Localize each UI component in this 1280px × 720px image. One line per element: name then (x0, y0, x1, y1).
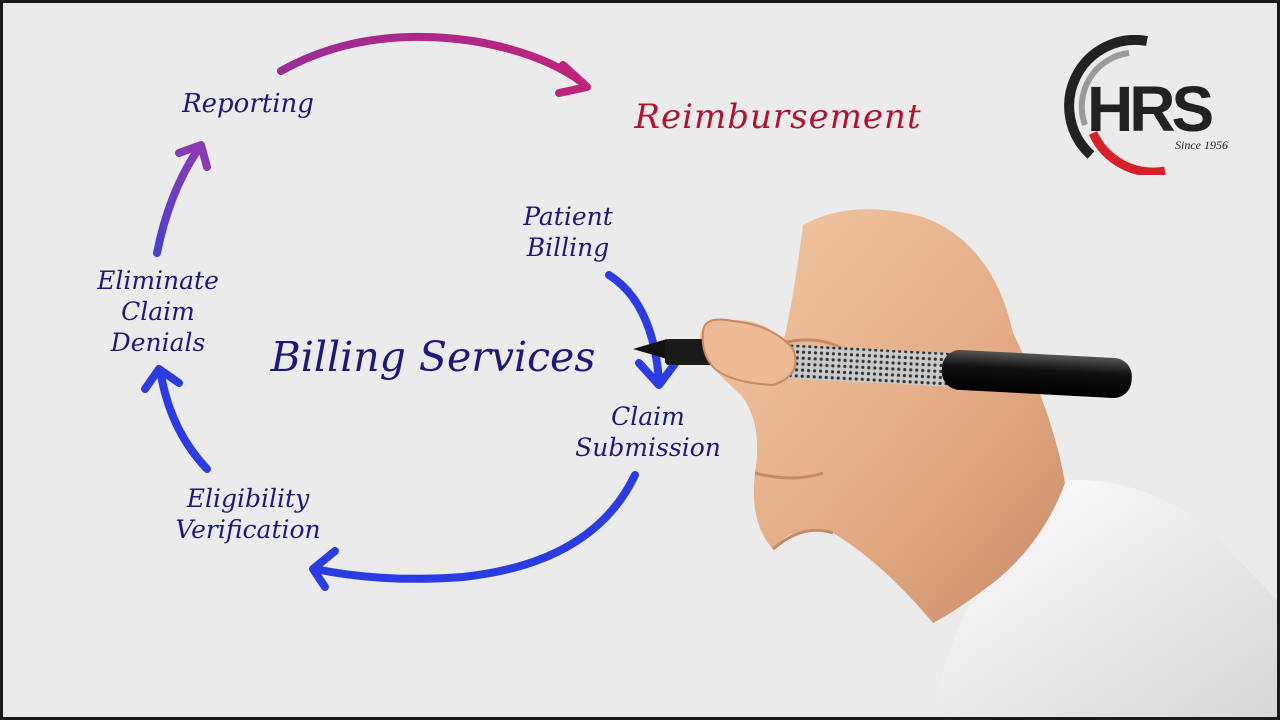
arrowhead-eligibility-to-eliminate (141, 365, 183, 393)
arrow-eligibility-to-eliminate (157, 371, 211, 473)
step-eligibility-verification: Eligibility Verification (138, 483, 358, 545)
step-eliminate-line-1: Eliminate (97, 266, 219, 295)
step-patient-billing-line-1: Patient (523, 202, 613, 231)
step-patient-billing: Patient Billing (478, 201, 658, 263)
logo-arc-gray (1078, 50, 1130, 127)
logo-arc-red (1088, 131, 1166, 175)
arrowhead-reporting-to-reimbursement (555, 61, 591, 97)
outcome-reimbursement: Reimbursement (598, 97, 958, 137)
arrow-claim-to-eligibility (311, 471, 639, 583)
step-patient-billing-line-2: Billing (526, 233, 610, 262)
step-eliminate-claim-denials: Eliminate Claim Denials (58, 265, 258, 358)
arrow-reporting-to-reimbursement (277, 32, 587, 87)
hand-with-marker-illustration (633, 209, 1277, 717)
step-eligibility-line-2: Verification (175, 515, 321, 544)
step-claim-submission-line-2: Submission (575, 433, 721, 462)
step-eligibility-line-1: Eligibility (186, 484, 310, 513)
step-eliminate-line-2: Claim (121, 297, 195, 326)
step-reporting: Reporting (153, 89, 343, 120)
step-claim-submission: Claim Submission (548, 401, 748, 463)
thumb (701, 318, 797, 387)
arrowhead-patient-to-claim (635, 357, 681, 389)
hand (699, 209, 1065, 624)
hrs-logo: HRS Since 1956 (1064, 35, 1228, 175)
step-reporting-line: Reporting (182, 89, 314, 119)
cycle-arrows (141, 32, 681, 591)
arrow-eliminate-to-reporting (153, 147, 201, 257)
step-eliminate-line-3: Denials (110, 328, 206, 357)
diagram-title-text: Billing Services (270, 333, 596, 381)
outcome-label: Reimbursement (634, 97, 922, 137)
arrowhead-claim-to-eligibility (309, 547, 339, 591)
arrowhead-eliminate-to-reporting (175, 141, 211, 171)
arrow-patient-to-claim (605, 271, 663, 385)
logo-text: HRS (1087, 73, 1212, 145)
diagram-title: Billing Services (223, 331, 643, 383)
logo-arc-dark (1064, 35, 1148, 159)
step-claim-submission-line-1: Claim (611, 402, 685, 431)
logo-tagline: Since 1956 (1175, 138, 1228, 152)
